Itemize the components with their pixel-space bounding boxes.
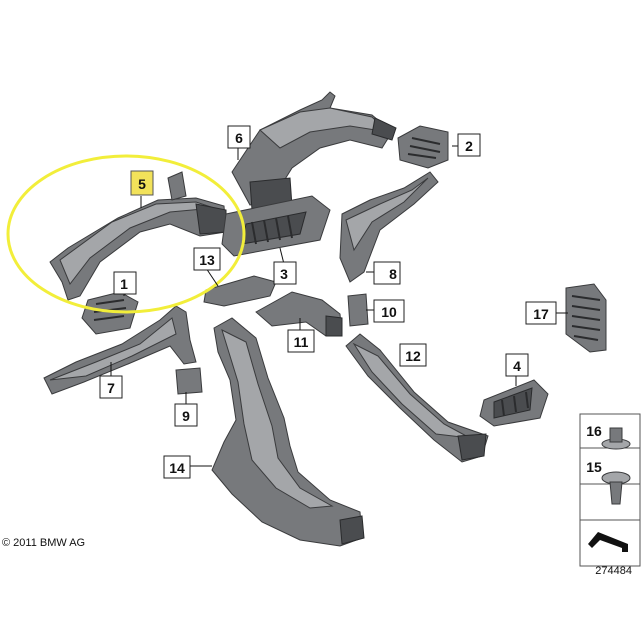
mounting-bracket-icon [588, 532, 628, 552]
svg-text:15: 15 [586, 459, 602, 475]
callout-6[interactable]: 6 [227, 125, 251, 149]
callout-5[interactable]: 5 [130, 170, 154, 196]
svg-text:16: 16 [586, 423, 602, 439]
highlight-circle [6, 154, 246, 314]
part-13-channel [203, 275, 277, 307]
callout-7[interactable]: 7 [99, 375, 123, 399]
callout-2[interactable]: 2 [457, 133, 481, 157]
part-3-centre-vent [221, 195, 331, 257]
diagram-number: 274484 [595, 565, 632, 577]
part-6-upper-duct [231, 91, 397, 211]
svg-text:13: 13 [199, 252, 215, 268]
callout-1[interactable]: 1 [113, 271, 137, 295]
svg-text:4: 4 [513, 358, 521, 374]
callout-4[interactable]: 4 [505, 353, 529, 377]
leader-lines [110, 145, 568, 467]
callout-9[interactable]: 9 [174, 403, 198, 427]
callout-12[interactable]: 12 [399, 343, 427, 367]
part-8-duct [339, 171, 439, 283]
part-5-duct [49, 171, 227, 301]
part-10-insert [347, 293, 369, 327]
callout-14[interactable]: 14 [163, 455, 191, 479]
svg-text:5: 5 [138, 176, 146, 192]
callout-11[interactable]: 11 [287, 329, 315, 353]
svg-text:2: 2 [465, 138, 473, 154]
part-9-clip [175, 367, 203, 395]
part-16-nut [601, 427, 631, 450]
callout-15[interactable]: 15 [586, 459, 602, 475]
part-17-grille [565, 283, 607, 353]
callout-10[interactable]: 10 [373, 299, 405, 323]
part-14-duct [211, 317, 365, 547]
callout-16[interactable]: 16 [586, 423, 602, 439]
svg-text:9: 9 [182, 408, 190, 424]
callout-17[interactable]: 17 [525, 301, 557, 325]
part-12-duct [345, 333, 489, 463]
copyright-text: © 2011 BMW AG [2, 537, 85, 549]
svg-text:10: 10 [381, 304, 397, 320]
svg-text:12: 12 [405, 348, 421, 364]
svg-text:11: 11 [294, 334, 309, 350]
svg-text:8: 8 [389, 266, 397, 282]
svg-text:7: 7 [107, 380, 115, 396]
part-4-vent [479, 379, 549, 427]
svg-text:17: 17 [533, 306, 549, 322]
svg-text:1: 1 [120, 276, 128, 292]
callout-3[interactable]: 3 [273, 261, 297, 285]
callout-13[interactable]: 13 [193, 247, 221, 271]
part-7-channel [43, 305, 197, 395]
svg-text:3: 3 [280, 266, 288, 282]
part-2-vent [397, 125, 449, 169]
part-15-clip [601, 471, 631, 505]
svg-text:6: 6 [235, 130, 243, 146]
part-11-duct [255, 291, 343, 337]
callout-8[interactable]: 8 [373, 261, 401, 285]
svg-text:14: 14 [169, 460, 185, 476]
